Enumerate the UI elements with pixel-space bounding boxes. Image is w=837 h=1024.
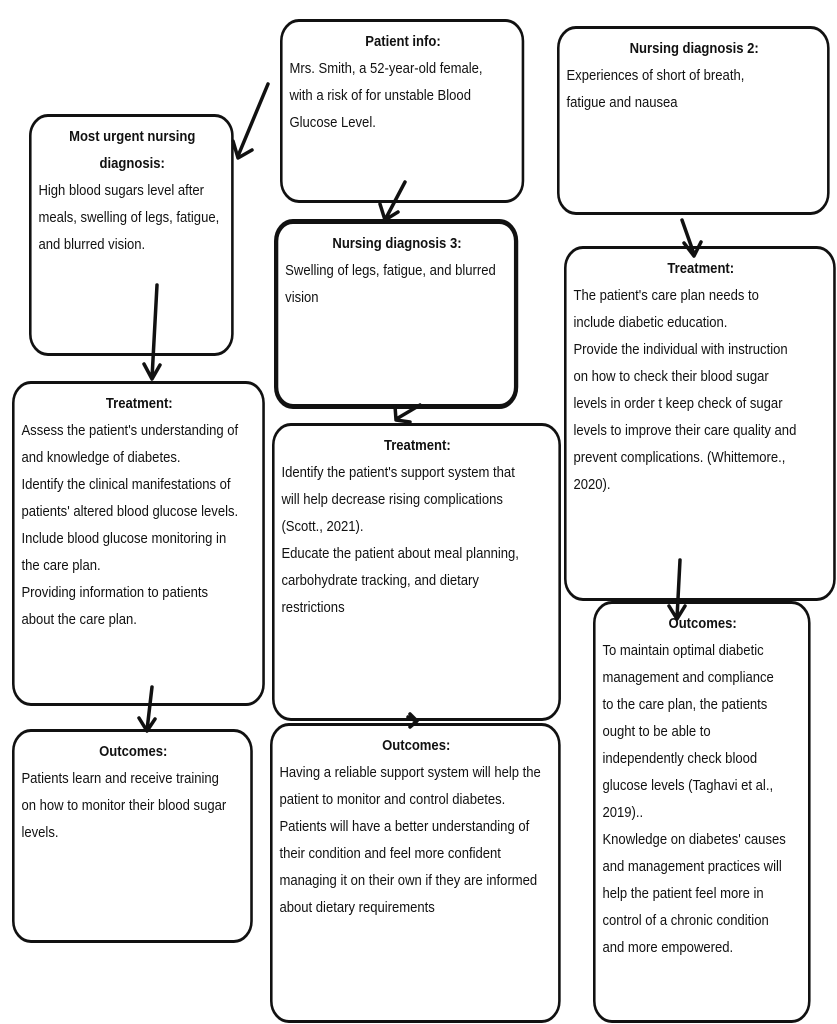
outcomes-right-line: Knowledge on diabetes' causes (602, 831, 786, 848)
treatment-left-box: Treatment: Assess the patient's understa… (12, 381, 265, 706)
patient-info-line: with a risk of for unstable Blood (289, 87, 471, 104)
most-urgent-diagnosis-box: Most urgent nursing diagnosis: High bloo… (29, 114, 234, 356)
outcomes-middle-line: patient to monitor and control diabetes. (279, 791, 506, 808)
treatment-left-line: patients' altered blood glucose levels. (21, 503, 239, 520)
outcomes-left-line: levels. (21, 824, 59, 841)
most-urgent-line: and blurred vision. (38, 236, 146, 253)
treatment-right-line: levels to improve their care quality and (573, 422, 797, 439)
outcomes-middle-line: Having a reliable support system will he… (279, 764, 541, 781)
patient-info-title: Patient info: (365, 33, 441, 50)
outcomes-right-line: and management practices will (602, 858, 782, 875)
outcomes-left-line: on how to monitor their blood sugar (21, 797, 227, 814)
outcomes-middle-box: Outcomes: Having a reliable support syst… (270, 723, 561, 1023)
treatment-left-line: Providing information to patients (21, 584, 209, 601)
outcomes-right-title: Outcomes: (668, 615, 737, 632)
treatment-middle-line: (Scott., 2021). (281, 518, 364, 535)
outcomes-middle-line: their condition and feel more confident (279, 845, 501, 862)
treatment-left-line: Identify the clinical manifestations of (21, 476, 231, 493)
treatment-right-line: on how to check their blood sugar (573, 368, 769, 385)
nursing-diagnosis-3-line: vision (285, 289, 319, 306)
outcomes-left-box: Outcomes: Patients learn and receive tra… (12, 729, 253, 943)
outcomes-right-line: help the patient feel more in (602, 885, 764, 902)
treatment-left-line: the care plan. (21, 557, 101, 574)
patient-info-line: Glucose Level. (289, 114, 376, 131)
most-urgent-title-line: Most urgent nursing (69, 128, 196, 145)
nursing-diagnosis-2-title: Nursing diagnosis 2: (629, 40, 759, 57)
outcomes-right-line: glucose levels (Taghavi et al., (602, 777, 774, 794)
outcomes-middle-line: managing it on their own if they are inf… (279, 872, 538, 889)
treatment-middle-line: will help decrease rising complications (281, 491, 503, 508)
patient-info-box: Patient info: Mrs. Smith, a 52-year-old … (280, 19, 525, 203)
treatment-right-line: levels in order t keep check of sugar (573, 395, 783, 412)
treatment-right-title: Treatment: (667, 260, 735, 277)
treatment-left-line: about the care plan. (21, 611, 137, 628)
outcomes-right-line: management and compliance (602, 669, 774, 686)
arrow-patient-to-most-urgent (231, 82, 270, 160)
outcomes-middle-line: Patients will have a better understandin… (279, 818, 530, 835)
nursing-diagnosis-2-line: fatigue and nausea (566, 94, 678, 111)
outcomes-right-line: and more empowered. (602, 939, 734, 956)
treatment-right-line: Provide the individual with instruction (573, 341, 788, 358)
outcomes-middle-line: about dietary requirements (279, 899, 435, 916)
treatment-left-line: Include blood glucose monitoring in (21, 530, 227, 547)
treatment-right-line: 2020). (573, 476, 611, 493)
outcomes-right-line: to the care plan, the patients (602, 696, 768, 713)
treatment-right-box: Treatment: The patient's care plan needs… (564, 246, 836, 601)
most-urgent-line: High blood sugars level after (38, 182, 204, 199)
treatment-right-line: prevent complications. (Whittemore., (573, 449, 786, 466)
nursing-diagnosis-3-box: Nursing diagnosis 3: Swelling of legs, f… (274, 219, 519, 409)
treatment-left-title: Treatment: (105, 395, 173, 412)
treatment-left-line: Assess the patient's understanding of (21, 422, 239, 439)
outcomes-right-line: To maintain optimal diabetic (602, 642, 764, 659)
treatment-middle-line: Educate the patient about meal planning, (281, 545, 519, 562)
most-urgent-title-line: diagnosis: (99, 155, 165, 172)
treatment-middle-box: Treatment: Identify the patient's suppor… (272, 423, 561, 721)
treatment-middle-line: carbohydrate tracking, and dietary (281, 572, 479, 589)
nursing-diagnosis-3-line: Swelling of legs, fatigue, and blurred (285, 262, 496, 279)
outcomes-left-title: Outcomes: (99, 743, 168, 760)
treatment-middle-line: restrictions (281, 599, 345, 616)
treatment-middle-title: Treatment: (383, 437, 451, 454)
outcomes-right-line: independently check blood (602, 750, 758, 767)
nursing-diagnosis-2-line: Experiences of short of breath, (566, 67, 745, 84)
treatment-right-line: The patient's care plan needs to (573, 287, 759, 304)
outcomes-middle-title: Outcomes: (382, 737, 451, 754)
treatment-middle-line: Identify the patient's support system th… (281, 464, 515, 481)
outcomes-right-line: control of a chronic condition (602, 912, 769, 929)
most-urgent-line: meals, swelling of legs, fatigue, (38, 209, 220, 226)
outcomes-left-line: Patients learn and receive training (21, 770, 219, 787)
treatment-right-line: include diabetic education. (573, 314, 728, 331)
nursing-diagnosis-3-title: Nursing diagnosis 3: (332, 235, 462, 252)
nursing-diagnosis-2-box: Nursing diagnosis 2: Experiences of shor… (557, 26, 830, 215)
treatment-left-line: and knowledge of diabetes. (21, 449, 181, 466)
patient-info-line: Mrs. Smith, a 52-year-old female, (289, 60, 483, 77)
outcomes-right-line: 2019).. (602, 804, 644, 821)
outcomes-right-line: ought to be able to (602, 723, 711, 740)
outcomes-right-box: Outcomes: To maintain optimal diabetic m… (593, 601, 811, 1023)
